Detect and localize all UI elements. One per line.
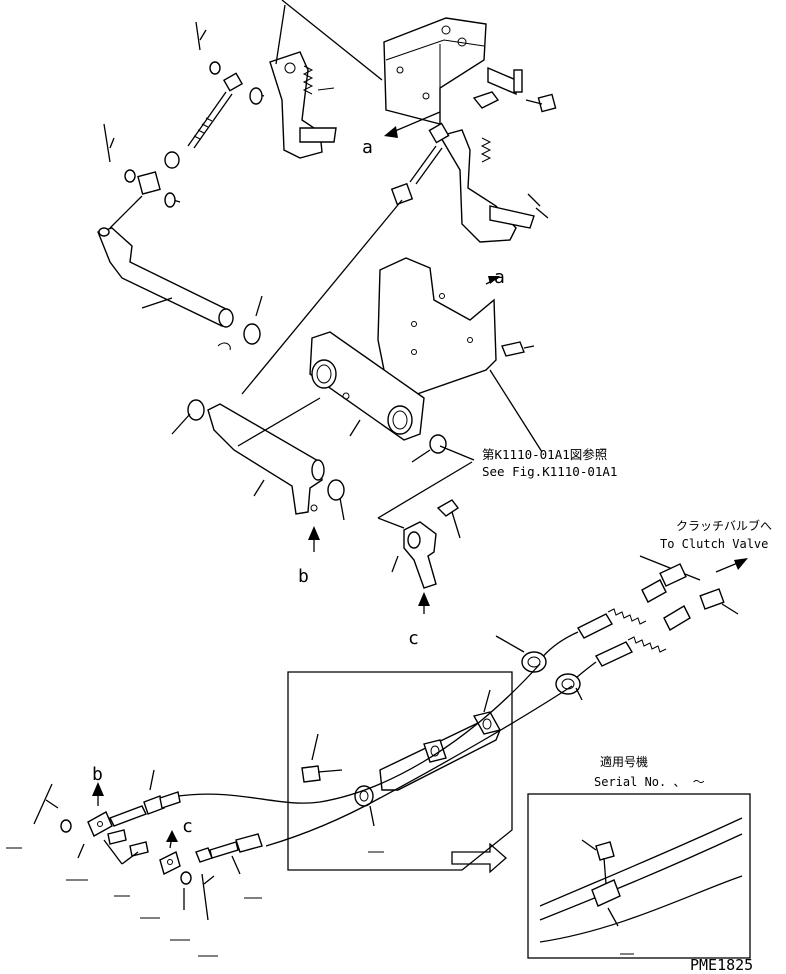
grommets — [495, 635, 583, 701]
lower-left-clevis-b: b — [33, 764, 181, 837]
leader-a-upper: a — [362, 111, 441, 158]
callout-a-middle: a — [494, 267, 505, 288]
reference-note: 第K1110-01A1図参照 See Fig.K1110-01A1 — [482, 447, 617, 479]
clutch-valve-note: クラッチバルブへ To Clutch Valve — [639, 518, 772, 581]
ref-note-jp: 第K1110-01A1図参照 — [482, 447, 607, 462]
lower-left-clevis-c: c — [159, 816, 263, 921]
callout-b-upper: b — [298, 566, 309, 587]
left-rod-assembly — [103, 21, 265, 208]
lower-left-dashes — [6, 847, 262, 957]
clutch-note-jp: クラッチバルブへ — [676, 518, 772, 533]
callout-b-upper-group: b — [298, 526, 320, 587]
ref-note-en: See Fig.K1110-01A1 — [482, 464, 617, 479]
serial-detail: 適用号機 Serial No. 、 ～ — [527, 754, 751, 959]
lever-c: c — [377, 445, 475, 649]
left-pedal-spring — [302, 65, 335, 95]
bracket-upper — [281, 0, 487, 125]
callout-a-upper: a — [362, 137, 373, 158]
drawing-id: PME1825 — [690, 956, 753, 974]
serial-label-jp: 適用号機 — [600, 754, 648, 769]
lower-cable-end — [573, 588, 739, 681]
detail-arrow — [451, 842, 507, 874]
lower-left-pins — [77, 829, 149, 865]
upper-cable-end — [539, 563, 687, 661]
callout-c-lower: c — [182, 816, 193, 837]
callout-b-lower: b — [92, 764, 103, 785]
mounting-plate — [309, 331, 543, 453]
upper-pin-and-bolts — [472, 66, 557, 113]
middle-bracket: a — [377, 257, 535, 401]
clutch-note-en: To Clutch Valve — [660, 537, 768, 551]
serial-label-en: Serial No. 、 ～ — [594, 775, 705, 789]
callout-c-upper: c — [408, 628, 419, 649]
lower-shaft — [141, 297, 361, 515]
left-shaft — [97, 195, 234, 328]
right-pedal — [438, 129, 535, 243]
cable-runs — [177, 663, 573, 847]
left-pedal — [269, 4, 337, 159]
bushings — [171, 295, 447, 521]
cable-detail-box — [287, 671, 513, 871]
right-rod-assembly — [241, 122, 549, 395]
